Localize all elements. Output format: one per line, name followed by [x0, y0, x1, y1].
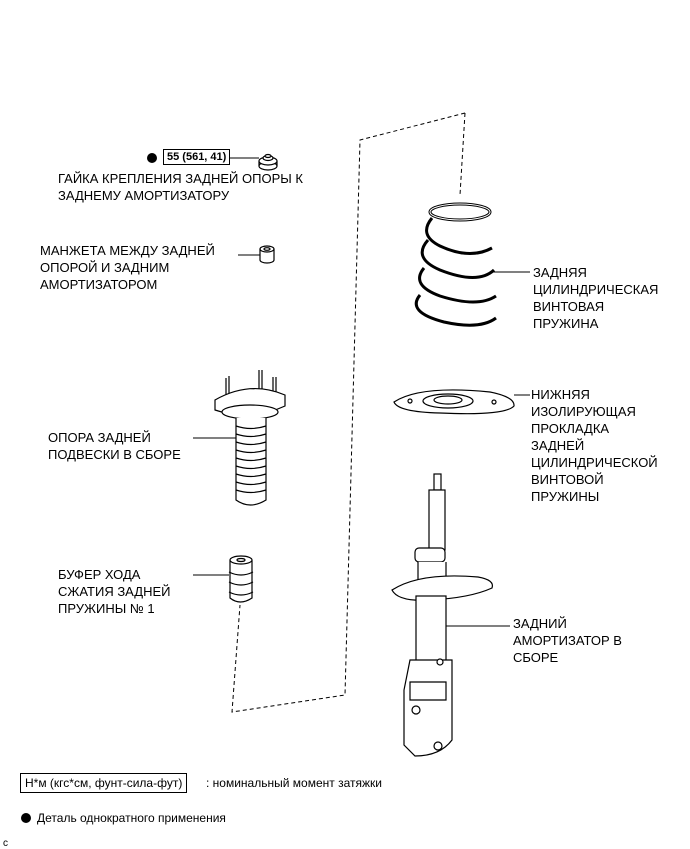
lower-insulator-icon [393, 389, 515, 415]
cuff-label-line2: ОПОРОЙ И ЗАДНИМ [40, 260, 170, 275]
bumper-label-line2: СЖАТИЯ ЗАДНЕЙ [58, 584, 171, 599]
insulator-label-line7: ПРУЖИНЫ [531, 489, 600, 504]
bumper-label-line3: ПРУЖИНЫ № 1 [58, 601, 155, 616]
legend-non-reusable-text: Деталь однократного применения [37, 811, 226, 825]
insulator-label-line2: ИЗОЛИРУЮЩАЯ [531, 404, 636, 419]
absorber-label-line3: СБОРЕ [513, 650, 559, 665]
nut-label-line2: ЗАДНЕМУ АМОРТИЗАТОРУ [58, 188, 230, 203]
rear-suspension-support-icon [214, 370, 286, 506]
spring-label-line1: ЗАДНЯЯ [533, 265, 587, 280]
legend-torque-description: : номинальный момент затяжки [206, 776, 382, 790]
absorber-label-line2: АМОРТИЗАТОР В [513, 633, 622, 648]
absorber-label-line1: ЗАДНИЙ [513, 616, 567, 631]
nut-label-line1: ГАЙКА КРЕПЛЕНИЯ ЗАДНЕЙ ОПОРЫ К [58, 171, 303, 186]
insulator-label-line6: ВИНТОВОЙ [531, 472, 604, 487]
shock-absorber-icon [391, 473, 494, 757]
cuff-label-line1: МАНЖЕТА МЕЖДУ ЗАДНЕЙ [40, 243, 215, 258]
insulator-label-line4: ЗАДНЕЙ [531, 438, 585, 453]
insulator-label-line5: ЦИЛИНДРИЧЕСКОЙ [531, 455, 658, 470]
spring-label-line3: ВИНТОВАЯ [533, 299, 605, 314]
legend-non-reusable-icon [21, 813, 31, 823]
spring-label-line2: ЦИЛИНДРИЧЕСКАЯ [533, 282, 659, 297]
legend-torque-unit: Н*м (кгс*см, фунт-сила-фут) [20, 773, 188, 793]
non-reusable-marker-icon [147, 153, 157, 163]
bumper-label-line1: БУФЕР ХОДА [58, 567, 141, 582]
coil-spring-icon [414, 202, 497, 327]
support-label-line1: ОПОРА ЗАДНЕЙ [48, 430, 151, 445]
cuff-icon [259, 245, 275, 264]
torque-spec-box: 55 (561, 41) [163, 149, 231, 165]
nut-icon [258, 153, 278, 171]
insulator-label-line3: ПРОКЛАДКА [531, 421, 610, 436]
assembly-dashed-line [231, 112, 466, 713]
support-label-line2: ПОДВЕСКИ В СБОРЕ [48, 447, 181, 462]
cuff-label-line3: АМОРТИЗАТОРОМ [40, 277, 158, 292]
spring-label-line4: ПРУЖИНА [533, 316, 599, 331]
spring-bumper-icon [228, 555, 254, 603]
corner-mark: c [3, 838, 8, 849]
insulator-label-line1: НИЖНЯЯ [531, 387, 590, 402]
